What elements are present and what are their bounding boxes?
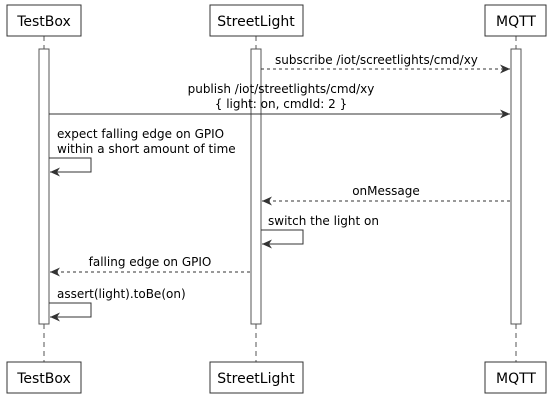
message-subscribe: subscribe /iot/screetlights/cmd/xy	[261, 53, 510, 74]
message-expect-falling-edge-arrow	[49, 157, 92, 177]
message-publish: publish /iot/streetlights/cmd/xy { light…	[49, 82, 510, 119]
message-falling-edge-label: falling edge on GPIO	[89, 255, 212, 269]
participant-streetlight-label: StreetLight	[217, 14, 295, 30]
message-assert: assert(light).toBe(on)	[49, 287, 186, 322]
message-assert-arrow	[49, 302, 92, 322]
message-switch-light-label: switch the light on	[268, 214, 379, 228]
message-expect-falling-edge-label-line1: expect falling edge on GPIO	[57, 127, 224, 141]
lifeline-testbox	[38, 36, 50, 363]
message-on-message-label: onMessage	[352, 184, 420, 198]
message-switch-light-arrow	[261, 229, 304, 249]
participant-mqtt-top: MQTT	[484, 4, 547, 37]
message-publish-label-line1: publish /iot/streetlights/cmd/xy	[188, 82, 375, 96]
message-expect-falling-edge-label-line2: within a short amount of time	[57, 142, 236, 156]
message-on-message: onMessage	[262, 184, 510, 206]
message-publish-label-line2: { light: on, cmdId: 2 }	[215, 97, 347, 111]
lifeline-mqtt	[510, 36, 522, 363]
message-falling-edge: falling edge on GPIO	[50, 255, 250, 277]
message-expect-falling-edge: expect falling edge on GPIO within a sho…	[49, 127, 236, 177]
message-switch-light: switch the light on	[261, 214, 379, 249]
message-subscribe-label: subscribe /iot/screetlights/cmd/xy	[275, 53, 478, 67]
participant-mqtt-label: MQTT	[496, 14, 536, 30]
participant-streetlight-top: StreetLight	[209, 4, 304, 37]
participant-testbox-label: TestBox	[16, 371, 71, 387]
participant-streetlight-bottom: StreetLight	[209, 361, 304, 394]
participant-testbox-bottom: TestBox	[6, 361, 82, 394]
participant-testbox-top: TestBox	[6, 4, 82, 37]
participant-mqtt-bottom: MQTT	[484, 361, 547, 394]
lifeline-streetlight	[250, 36, 262, 363]
message-assert-label: assert(light).toBe(on)	[57, 287, 186, 301]
participant-mqtt-label: MQTT	[496, 371, 536, 387]
participant-testbox-label: TestBox	[16, 14, 71, 30]
participant-streetlight-label: StreetLight	[217, 371, 295, 387]
